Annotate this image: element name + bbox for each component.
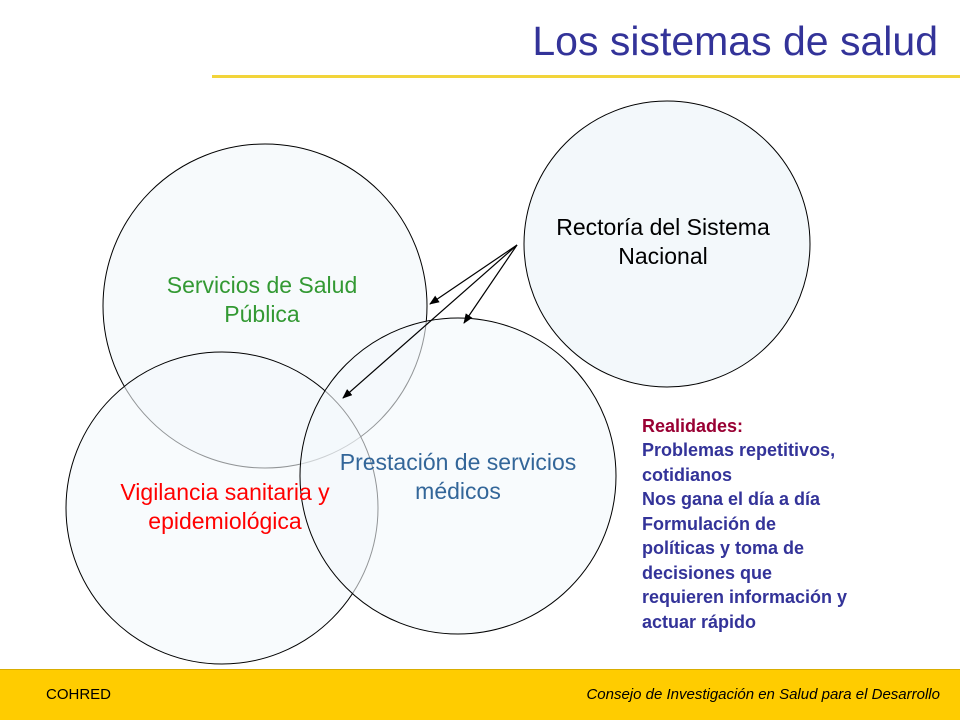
label-vigilancia: Vigilancia sanitaria y epidemiológica [72,478,378,537]
label-salud-publica-line2: Pública [224,301,300,328]
label-salud-publica: Servicios de Salud Pública [112,271,412,330]
label-prestacion-line1: Prestación de servicios [339,449,577,475]
realidades-line: cotidianos [642,464,733,485]
realidades-line: políticas y toma de [642,538,805,559]
label-vigilancia-line1: Vigilancia sanitaria y [120,479,330,505]
title-underline [212,75,960,78]
realidades-line: Problemas repetitivos, [642,440,836,461]
circle-prestacion [299,317,617,635]
realidades-line: requieren información y [642,587,848,608]
label-salud-publica-line1: Servicios de Salud [166,272,358,298]
label-rectoria: Rectoría del Sistema Nacional [513,213,813,272]
label-rectoria-line2: Nacional [618,243,708,270]
label-vigilancia-line2: epidemiológica [148,508,302,535]
arrow-to-salud-publica [429,244,518,305]
footer-org-acronym: COHRED [46,686,112,703]
label-prestacion: Prestación de servicios médicos [303,448,613,507]
realidades-line: Nos gana el día a día [642,489,821,510]
realidades-line: Formulación de [642,513,777,534]
realidades-line: decisiones que [642,562,773,583]
arrow-to-intersection [342,244,518,399]
page-title: Los sistemas de salud [532,18,938,64]
footer-org-name: Consejo de Investigación en Salud para e… [586,686,940,703]
realidades-heading: Realidades: [642,416,744,436]
circle-rectoria [523,100,811,388]
label-prestacion-line2: médicos [415,478,501,505]
label-rectoria-line1: Rectoría del Sistema [556,214,770,240]
arrow-to-prestacion [463,244,518,324]
footer-bar: COHRED Consejo de Investigación en Salud… [0,669,960,720]
realidades-text-block: Realidades: Problemas repetitivos, cotid… [642,414,942,634]
realidades-line: actuar rápido [642,611,757,632]
